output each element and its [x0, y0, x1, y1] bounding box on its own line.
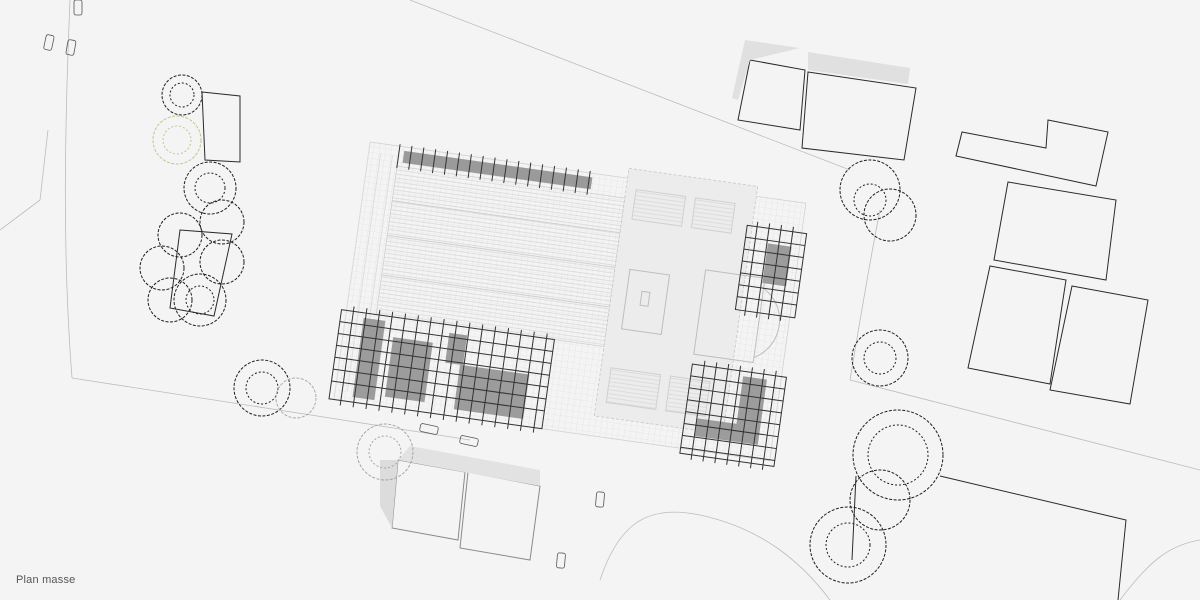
project-complex — [328, 141, 808, 470]
car-icon — [43, 0, 605, 569]
tree-canopy-icon — [851, 329, 909, 387]
tree-canopy-icon — [809, 409, 944, 584]
building-shadows — [732, 40, 910, 100]
tree-canopy-icon — [161, 74, 203, 116]
tree-canopy-icon — [233, 359, 317, 419]
tree-canopy-icon — [839, 159, 917, 242]
surrounding-buildings — [737, 59, 1149, 600]
tree-canopy-icon — [152, 115, 202, 165]
plan-caption: Plan masse — [16, 574, 76, 586]
tree-canopy-icon — [139, 161, 245, 327]
south-buildings — [380, 446, 541, 561]
tree-canopy-icon — [356, 423, 414, 481]
trees — [139, 74, 944, 584]
west-buildings — [169, 91, 241, 317]
